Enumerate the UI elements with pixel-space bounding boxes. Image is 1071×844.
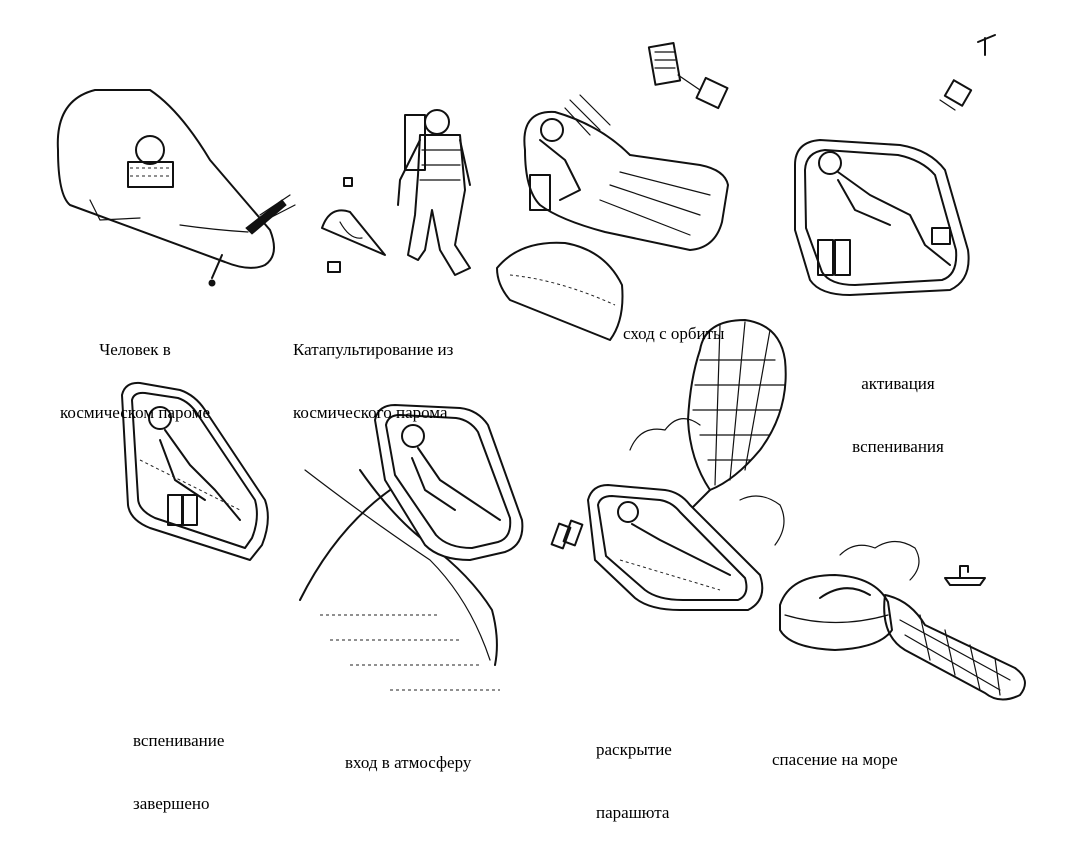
atmo-entry-drawing [299, 404, 584, 691]
label-atmo-entry: вход в атмосферу [345, 753, 472, 772]
rescue-sequence-diagram: Человек в космическом пароме Катапультир… [56, 34, 1026, 822]
label-ejection: Катапультирование из космического парома [293, 340, 454, 422]
label-foam-activation: активация вспенивания [852, 374, 944, 456]
astronaut-in-window [127, 135, 174, 188]
label-parachute: раскрытие парашюта [596, 740, 672, 822]
parachute-drawing [587, 319, 920, 611]
shuttle-nose-drawing [56, 89, 296, 287]
label-foam-complete: вспенивание завершено [133, 731, 225, 813]
label-man-in-shuttle: Человек в космическом пароме [60, 340, 210, 422]
sea-rescue-drawing [779, 565, 1026, 701]
foam-activation-drawing [794, 139, 970, 296]
label-sea-rescue: спасение на море [772, 750, 898, 769]
foam-complete-drawing [121, 381, 269, 561]
label-deorbit: сход с орбиты [623, 324, 725, 343]
ejected-astronaut [397, 109, 471, 276]
diagram-artwork [56, 34, 1026, 701]
distant-debris [939, 34, 996, 111]
deorbit-drawing [496, 42, 729, 341]
ejection-drawing [321, 109, 471, 276]
